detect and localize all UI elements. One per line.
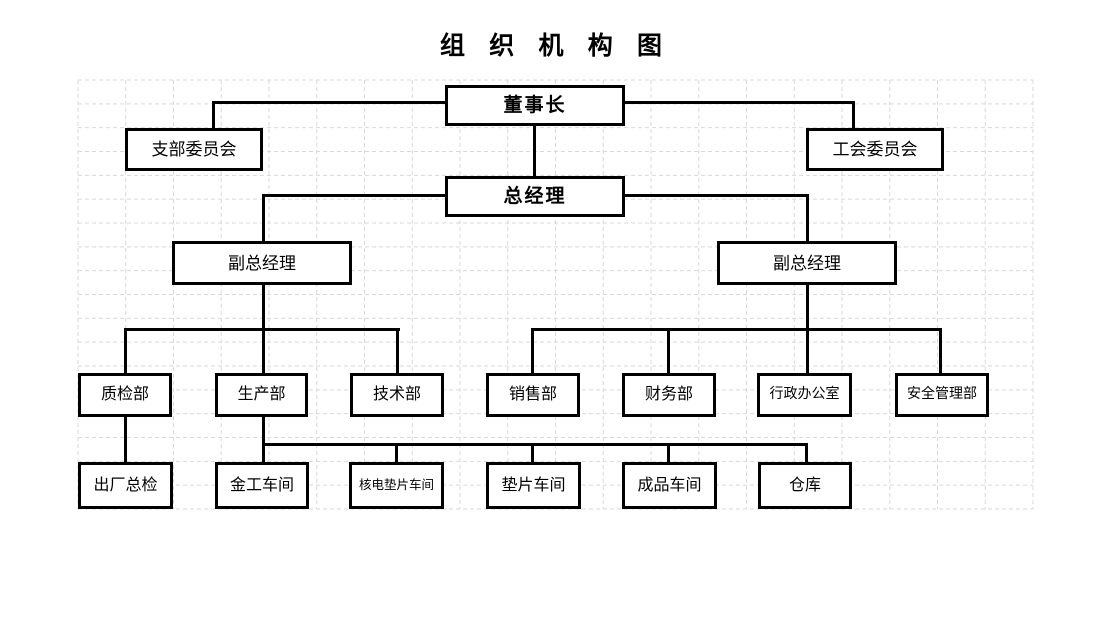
org-node-safety-dept: 安全管理部 [895,373,989,417]
connector [625,101,855,104]
connector [531,328,941,331]
org-node-technology-dept: 技术部 [350,373,444,417]
org-node-nuclear-gasket-shop: 核电垫片车间 [349,462,444,509]
org-node-finance-dept: 财务部 [622,373,716,417]
connector [395,443,398,462]
connector [531,328,534,373]
connector [667,443,670,462]
org-node-admin-office: 行政办公室 [757,373,852,417]
org-node-quality-dept: 质检部 [78,373,172,417]
org-node-general-manager: 总经理 [445,176,625,217]
org-node-sales-dept: 销售部 [486,373,580,417]
connector [396,328,399,373]
org-node-union-committee: 工会委员会 [806,128,944,171]
connector [262,328,265,373]
connector [806,328,809,373]
connector [531,443,534,462]
connector [262,443,808,446]
org-node-chairman: 董事长 [445,85,625,126]
connector [852,101,855,128]
connector [262,194,445,197]
org-node-metalwork-shop: 金工车间 [215,462,309,509]
connector [806,284,809,331]
org-node-warehouse: 仓库 [758,462,852,509]
connector [625,194,809,197]
connector [533,124,536,176]
connector [262,284,265,331]
org-node-deputy-gm-left: 副总经理 [172,241,352,285]
connector [262,194,265,241]
connector [124,416,127,462]
connector [124,328,127,373]
connector [212,101,215,128]
connector [212,101,445,104]
connector [939,328,942,373]
org-node-deputy-gm-right: 副总经理 [717,241,897,285]
org-node-production-dept: 生产部 [215,373,308,417]
connector [667,328,670,373]
connector [806,194,809,241]
connector [262,416,265,462]
org-node-finished-goods-shop: 成品车间 [622,462,717,509]
page-title: 组 织 机 构 图 [439,33,671,60]
org-node-gasket-shop: 垫片车间 [486,462,581,509]
connector [805,443,808,462]
org-node-final-inspection: 出厂总检 [78,462,173,509]
org-node-branch-committee: 支部委员会 [125,128,263,171]
